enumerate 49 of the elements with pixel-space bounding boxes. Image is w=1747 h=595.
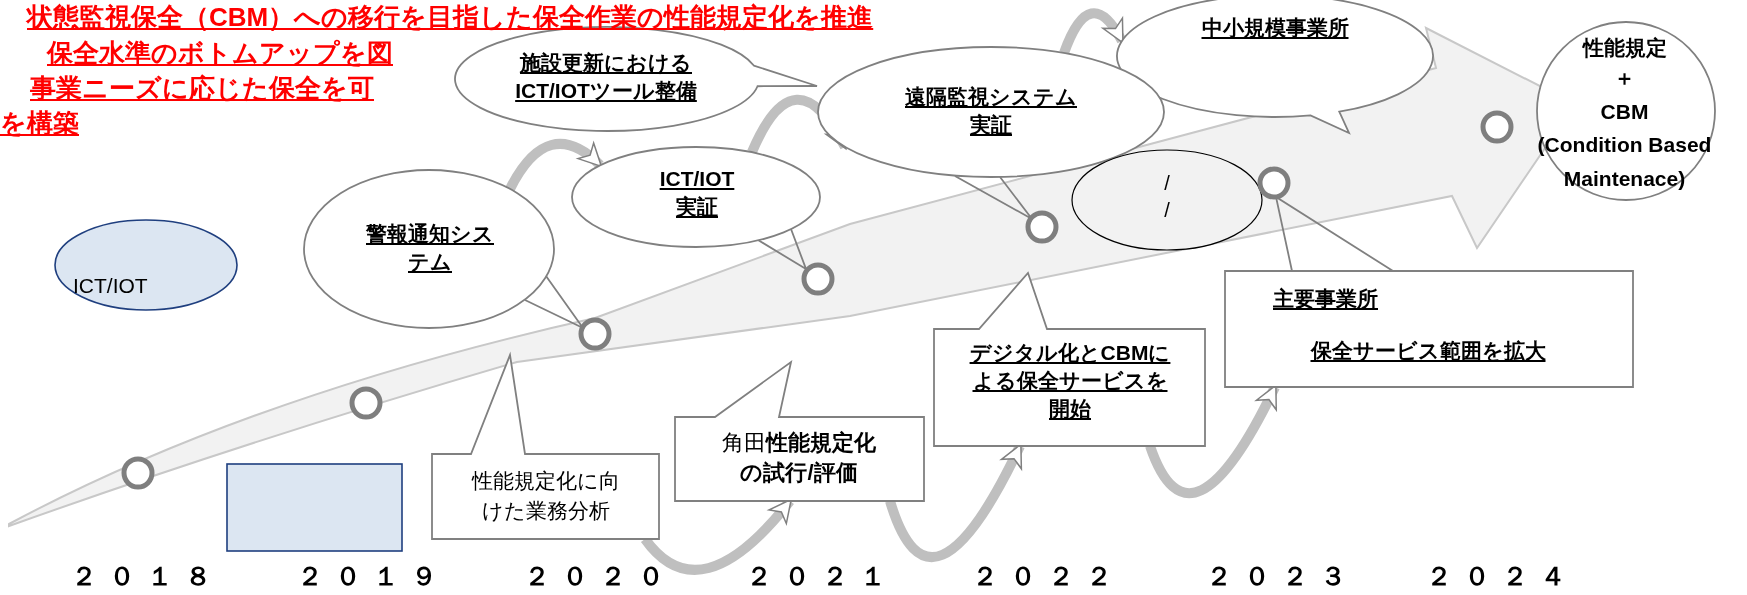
callout-text: デジタル化とCBMによる保全サービスを開始 [968, 340, 1172, 422]
callout-box [430, 353, 661, 541]
callout-text: 保全サービス範囲を拡大 [1309, 338, 1547, 364]
year-label: ２０２２ [971, 561, 1125, 593]
milestone-circle [578, 317, 612, 351]
milestone-circle [349, 386, 383, 420]
callout-box [932, 271, 1207, 448]
heading-text: 事業ニーズに応じた保全を可 [30, 73, 374, 105]
ellipse [53, 218, 239, 312]
speech-bubble [302, 168, 556, 332]
curved-arrow [505, 138, 604, 192]
milestone-circle [801, 262, 835, 296]
speech-bubble [1115, 0, 1435, 138]
callout-tail [954, 175, 1033, 220]
year-label: ２０２４ [1425, 561, 1579, 593]
callout-tail [757, 228, 808, 272]
ellipse-text: ICT/IOT [73, 273, 149, 299]
callout-box [1223, 269, 1635, 389]
speech-bubble [570, 145, 822, 249]
title: 状態監視保全（CBM）への移行を目指した保全作業の性能規定化を推進 [27, 3, 874, 33]
year-label: ２０２３ [1205, 561, 1359, 593]
bubble-text: 中小規模事業所 [1200, 15, 1350, 41]
circle-text: (Condition Based Maintenace) [1536, 132, 1713, 192]
callout-box [673, 360, 926, 503]
callout-text: 角田性能規定化の試行/評価 [721, 429, 877, 487]
heading-text: 保全水準のボトムアップを図 [47, 38, 393, 70]
milestone-circle [121, 456, 155, 490]
bubble-text: 遠隔監視システム実証 [904, 84, 1078, 139]
callout-text: 主要事業所 [1273, 286, 1379, 312]
ellipse [1070, 148, 1266, 252]
bubble-text: 警報通知システム [365, 221, 495, 276]
year-label: ２０１９ [296, 561, 450, 593]
bubble-text: 施設更新におけるICT/IOTツール整備 [514, 50, 698, 105]
year-label: ２０２０ [523, 561, 677, 593]
speech-bubble [816, 45, 1166, 180]
year-label: ２０２１ [745, 561, 899, 593]
milestone-circle [1257, 166, 1291, 200]
year-label: ２０１８ [70, 561, 224, 593]
ellipse-text: / / [1163, 171, 1171, 223]
box [226, 463, 403, 552]
heading-text: を構築 [0, 108, 79, 140]
circle-text: CBM [1599, 99, 1650, 125]
milestone-circle [1480, 110, 1514, 144]
circle-text: 性能規定 [1581, 35, 1668, 61]
curved-arrow [747, 94, 850, 155]
circle-text: ＋ [1613, 65, 1636, 91]
bubble-text: ICT/IOT実証 [658, 166, 736, 221]
milestone-circle [1025, 210, 1059, 244]
callout-text: 性能規定化に向けた業務分析 [470, 468, 621, 524]
